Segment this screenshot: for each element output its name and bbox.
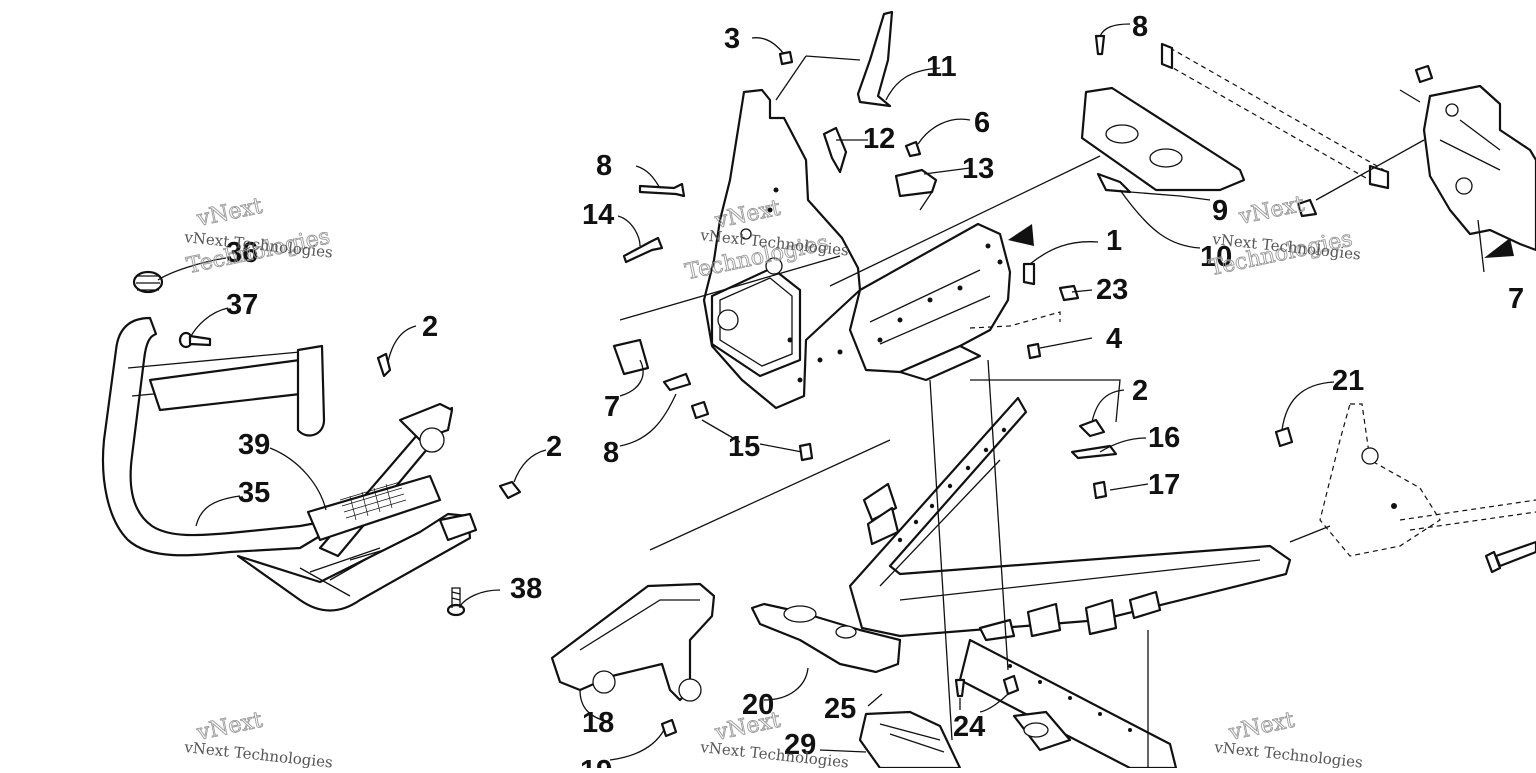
callout-2-skid: 2	[546, 431, 562, 463]
callout-12: 12	[863, 123, 895, 155]
callout-17: 17	[1148, 469, 1180, 501]
skid-plate	[236, 512, 472, 612]
callout-35: 35	[238, 477, 270, 509]
rivet-part-25	[954, 678, 966, 698]
rivet-part-8-lower	[662, 372, 692, 392]
callout-3: 3	[724, 23, 740, 55]
callout-2-mid: 2	[1132, 375, 1148, 407]
rivet-part-8-top-right	[1094, 34, 1106, 56]
fasteners	[612, 10, 1118, 738]
bolt-part-24	[1002, 674, 1020, 696]
bolt-part-15-a	[690, 400, 710, 420]
grommet-part-7	[612, 338, 650, 376]
bolt-part-3	[778, 50, 794, 66]
frame-rail-holes	[897, 427, 1007, 543]
callout-29: 29	[784, 729, 816, 761]
front-spindle-assembly	[550, 582, 716, 702]
steering-support-assembly	[1296, 64, 1536, 258]
callout-15: 15	[728, 431, 760, 463]
main-frame-assembly	[750, 396, 1292, 770]
bolt-part-15-b	[798, 442, 814, 462]
bumper-mount-bracket	[296, 344, 326, 437]
direction-arrow-icon-right	[1484, 238, 1514, 258]
callout-39: 39	[238, 429, 270, 461]
callout-4: 4	[1106, 323, 1122, 355]
callout-8-left: 8	[596, 150, 612, 182]
trim-strip-part-12	[822, 126, 848, 174]
rivet-part-14	[622, 236, 664, 264]
direction-arrow-icon	[1008, 224, 1034, 246]
bolt-part-4	[1026, 342, 1042, 360]
rivet-part-8-upper	[638, 182, 686, 198]
callout-38: 38	[510, 573, 542, 605]
callout-10: 10	[1200, 241, 1232, 273]
callout-13: 13	[962, 153, 994, 185]
lower-cross-rail	[958, 638, 1178, 770]
callout-37: 37	[226, 289, 258, 321]
watermark-6-line: vNext Technologies	[1213, 738, 1364, 768]
bracket-part-13	[894, 168, 938, 198]
bolt-part-38	[446, 587, 466, 617]
watermark-4-line: vNext Technologies	[183, 738, 334, 768]
svg-text:vNext: vNext	[194, 194, 265, 232]
clip-part-1	[1022, 262, 1036, 286]
callout-23: 23	[1096, 274, 1128, 306]
callout-21: 21	[1332, 365, 1364, 397]
clip-part-2-mid	[1078, 418, 1106, 438]
nut-part-19	[660, 718, 678, 738]
callout-9: 9	[1212, 195, 1228, 227]
nut-part-21	[1274, 426, 1294, 448]
callout-18: 18	[582, 707, 614, 739]
nut-part-6	[904, 140, 922, 158]
callout-1: 1	[1106, 225, 1122, 257]
callout-36: 36	[226, 237, 258, 269]
bulkhead-rivet-holes	[767, 187, 1003, 383]
mount-plate-part-9	[1080, 86, 1246, 192]
callout-24: 24	[953, 711, 985, 743]
svg-text:vNext: vNext	[1236, 192, 1307, 230]
callout-16: 16	[1148, 422, 1180, 454]
mesh-panel	[306, 474, 442, 542]
clip-part-2-lower	[498, 480, 522, 500]
callout-11: 11	[926, 51, 957, 83]
bumper-tube	[101, 316, 324, 557]
lower-side-bracket-assembly	[1274, 403, 1536, 574]
rubber-cap-part-36	[132, 270, 164, 294]
callout-14: 14	[582, 199, 614, 231]
upper-mount-plate-assembly	[1080, 42, 1390, 194]
bracket-part-10	[1096, 172, 1132, 194]
watermark-5-line: vNext Technologies	[699, 738, 850, 768]
leader-lines	[157, 23, 1485, 768]
front-frame-rail	[848, 396, 1292, 638]
callout-7-right: 7	[1508, 283, 1524, 315]
callout-labels: 3 11 8 12 6 8 13 14 9 10 1 23 4 7 7 8 15…	[226, 11, 1524, 773]
callout-7-left: 7	[604, 391, 620, 423]
steering-support-bracket	[1422, 84, 1536, 252]
callout-20: 20	[742, 689, 774, 721]
front-bulkhead-assembly	[702, 88, 1034, 410]
front-bumper-assembly	[101, 270, 522, 617]
callout-25: 25	[824, 693, 856, 725]
mesh-pattern	[339, 481, 407, 521]
bolt-part-17	[1092, 480, 1108, 500]
clip-part-2-upper	[376, 352, 392, 378]
callout-6: 6	[974, 107, 990, 139]
callout-8-top: 8	[1132, 11, 1148, 43]
washer-part-16	[1070, 444, 1118, 460]
nut-part-23	[1058, 284, 1080, 302]
callout-8-lower: 8	[603, 437, 619, 469]
callout-19: 19	[580, 755, 612, 768]
callout-2-left: 2	[422, 311, 438, 343]
seat-bracket-part-11	[856, 10, 894, 108]
bolt-part-37	[178, 331, 212, 349]
